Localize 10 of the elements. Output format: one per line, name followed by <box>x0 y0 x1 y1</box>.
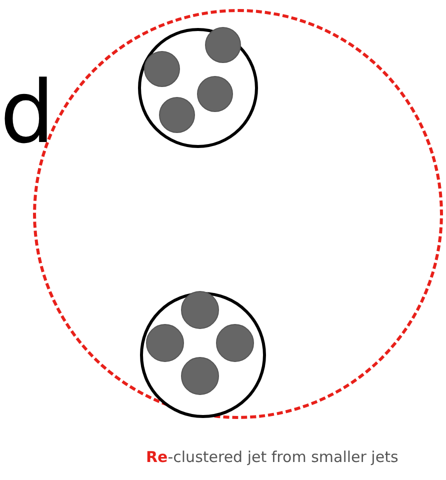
particle-dot <box>181 357 219 395</box>
particle-dot <box>144 51 180 87</box>
particle-dot <box>216 324 254 362</box>
particle-dot <box>205 27 241 63</box>
text-fragment: d <box>0 70 55 156</box>
particle-dot <box>197 76 233 112</box>
particle-dot <box>159 97 195 133</box>
particle-dot <box>181 291 219 329</box>
caption: Re-clustered jet from smaller jets <box>146 448 398 466</box>
particle-dot <box>146 324 184 362</box>
